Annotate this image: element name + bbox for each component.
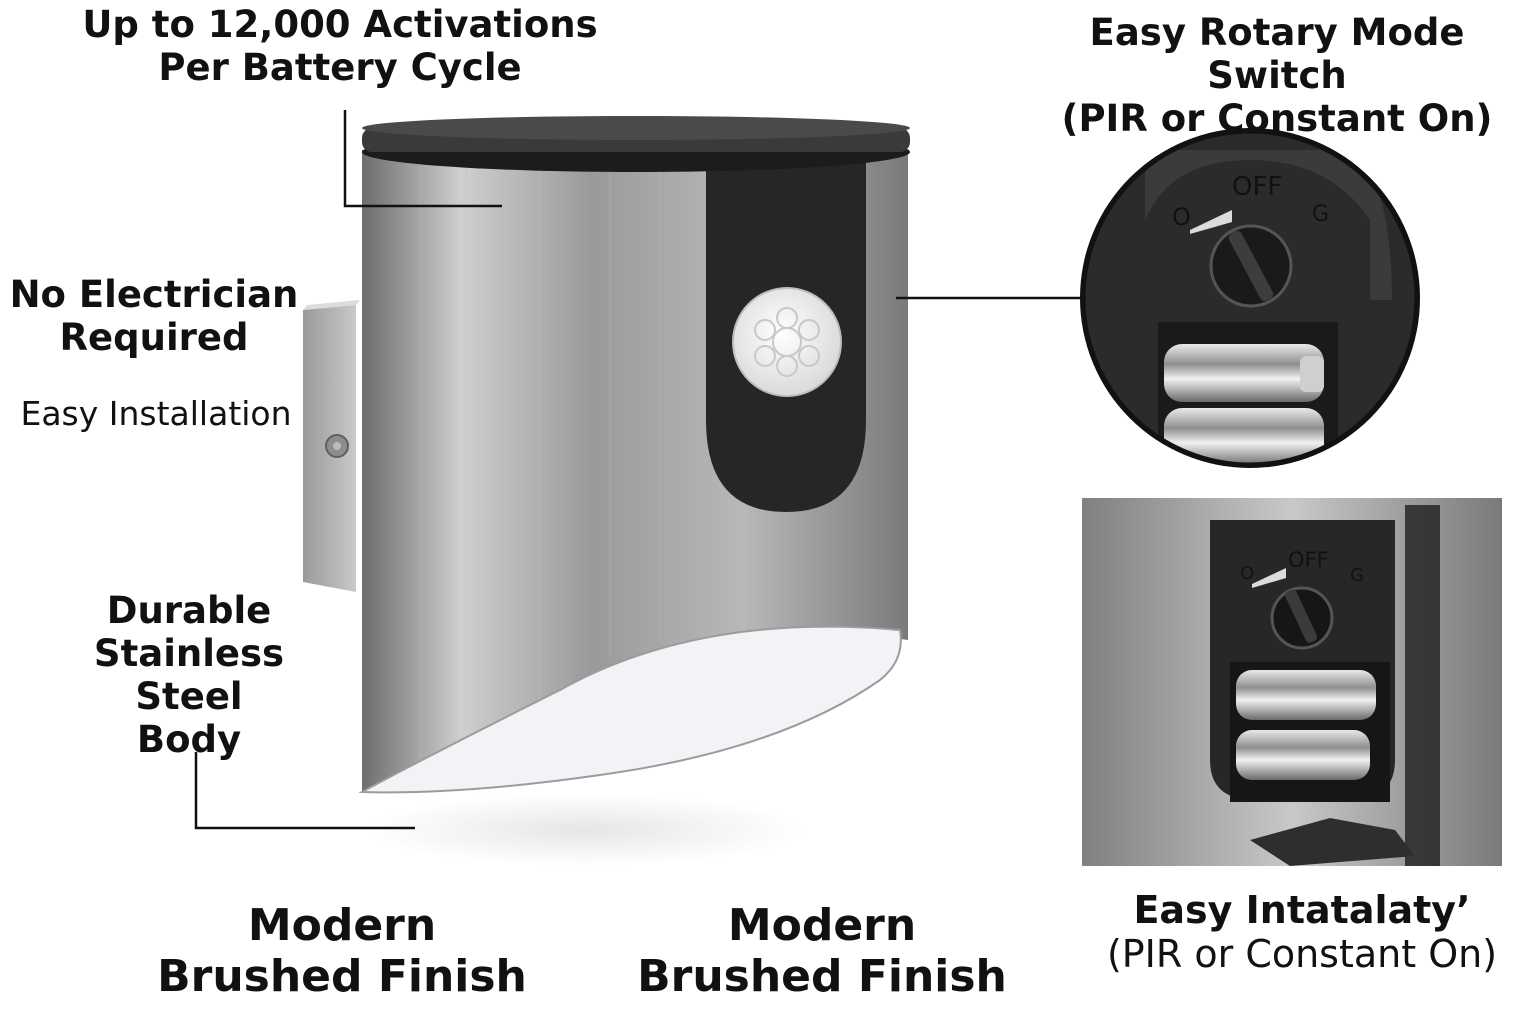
rotary-switch-line-1: Easy Rotary Mode Switch — [1089, 11, 1465, 97]
pir-motion-sensor-icon — [732, 287, 842, 397]
wall-bracket — [303, 300, 360, 592]
easy-installation-callout: Easy Installation — [20, 394, 292, 433]
rotary-switch-line-2: (PIR or Constant On) — [1061, 96, 1493, 140]
battery-icon — [1164, 344, 1324, 402]
light-body — [358, 116, 910, 794]
panel-o-marking: O — [1240, 563, 1255, 584]
finish-center-line-1: Modern — [727, 900, 917, 951]
no-electrician-callout: No Electrician Required — [6, 273, 302, 360]
installation-bottom-line-1: Easy Intatalaty’ — [1133, 888, 1471, 932]
durable-body-line-2: Stainless Steel — [93, 631, 285, 718]
activations-line-1: Up to 12,000 Activations — [82, 3, 598, 46]
floor-shadow — [365, 794, 805, 866]
activations-line-2: Per Battery Cycle — [158, 45, 522, 89]
reflector — [358, 625, 902, 794]
durable-body-line-3: Body — [136, 717, 242, 761]
rotary-switch-callout: Easy Rotary Mode Switch (PIR or Constant… — [1018, 11, 1536, 141]
finish-left-line-2: Brushed Finish — [157, 951, 527, 1003]
activations-callout: Up to 12,000 Activations Per Battery Cyc… — [72, 3, 608, 90]
installation-bottom-line-2: (PIR or Constant On) — [1106, 932, 1498, 977]
switch-o-marking: O — [1172, 203, 1191, 231]
installation-bottom-callout: Easy Intatalaty’ (PIR or Constant On) — [1072, 888, 1532, 976]
switch-g-marking: G — [1312, 202, 1330, 227]
battery-compartment-detail — [1082, 498, 1502, 866]
panel-g-marking: G — [1350, 565, 1364, 586]
finish-left-callout: Modern Brushed Finish — [150, 900, 534, 1002]
durable-body-callout: Durable Stainless Steel Body — [34, 589, 344, 762]
switch-off-marking: OFF — [1232, 172, 1283, 202]
panel-off-marking: OFF — [1288, 548, 1329, 572]
durable-body-line-1: Durable — [106, 589, 272, 632]
rotary-switch-detail — [1080, 128, 1420, 468]
finish-left-line-1: Modern — [247, 900, 437, 951]
callout-lines — [194, 110, 1084, 830]
no-electrician-line-1: No Electrician — [9, 273, 299, 316]
finish-center-callout: Modern Brushed Finish — [630, 900, 1014, 1002]
finish-center-line-2: Brushed Finish — [637, 951, 1007, 1003]
no-electrician-line-2: Required — [59, 315, 249, 359]
